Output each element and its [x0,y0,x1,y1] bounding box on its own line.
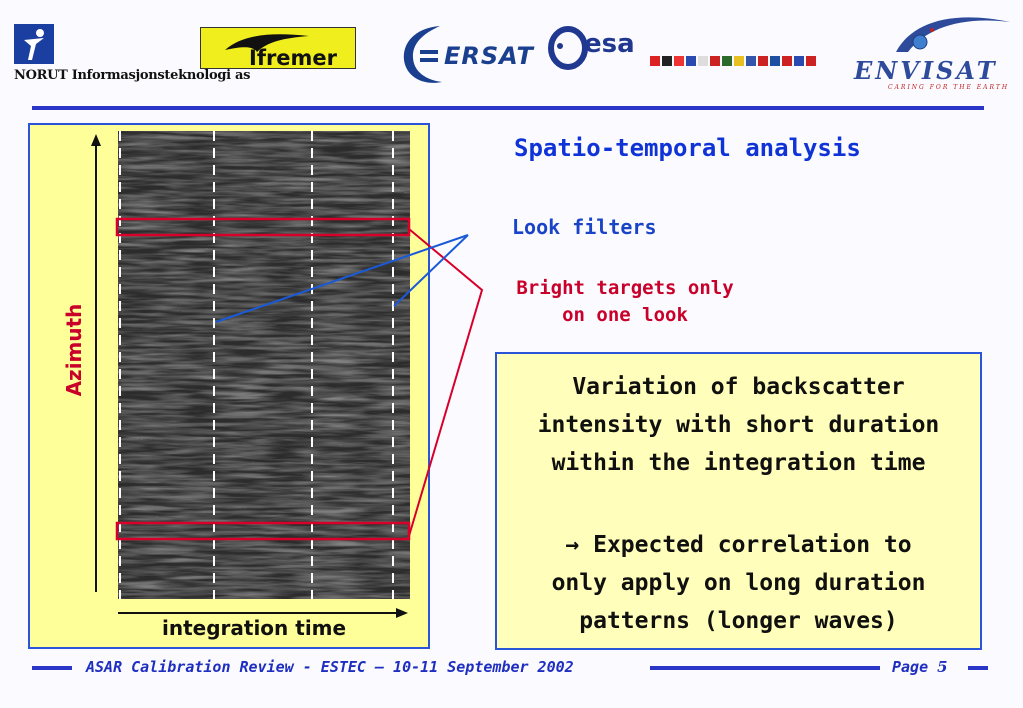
page-indicator: Page 5 [892,658,948,676]
slide-title: Spatio-temporal analysis [514,134,861,162]
info-line: → Expected correlation to [565,532,912,558]
footer-text: ASAR Calibration Review - ESTEC – 10-11 … [86,658,574,676]
azimuth-label: Azimuth [62,303,86,397]
ersat-logo: ERSAT [400,22,533,88]
info-line: patterns (longer waves) [579,608,898,634]
bright-target-box-bottom [115,521,411,541]
esa-wordmark: esa [584,29,635,59]
ersat-wordmark: ERSAT [444,42,534,70]
bright-targets-line-1: Bright targets only [516,277,734,299]
envisat-wordmark: ENVISAT [854,56,998,85]
page-label: Page [892,658,929,676]
integration-time-label: integration time [162,616,347,640]
esa-logo: esa [548,26,820,74]
envisat-swoosh-icon [896,17,1010,52]
look-filter-pointer [215,234,469,323]
dolphin-icon [225,34,309,52]
bright-target-pointer [408,228,484,537]
norut-logo: NORUT Informasjonsteknologi as [14,24,250,86]
ersat-arc-icon [403,26,442,83]
info-line: only apply on long duration [551,570,926,596]
ifremer-wordmark: Ifremer [249,46,338,70]
info-paragraph-2: → Expected correlation to only apply on … [497,526,980,640]
envisat-logo: ENVISAT CARING FOR THE EARTH [852,12,1012,92]
sar-image [118,131,410,599]
esa-ring-icon [548,26,588,70]
info-line: Variation of backscatter [572,374,905,400]
header-divider [32,106,984,110]
info-paragraph-1: Variation of backscatter intensity with … [497,368,980,482]
footer-divider-right [968,666,988,670]
footer-divider-middle [650,666,880,670]
bright-target-box-top [115,217,411,237]
look-filter-pointer [393,234,469,307]
ifremer-logo: Ifremer [200,27,356,70]
look-filters-label: Look filters [512,215,657,239]
info-line: intensity with short duration [537,412,940,438]
info-box: Variation of backscatter intensity with … [495,352,982,650]
bright-targets-line-2: on one look [562,304,688,326]
envisat-tagline: CARING FOR THE EARTH [888,84,1010,91]
azimuth-arrowhead-icon [91,134,101,146]
bright-targets-label: Bright targets only on one look [500,275,750,329]
page-number: 5 [937,658,948,676]
norut-company-name: NORUT Informasjonsteknologi as [14,68,251,83]
norut-figure-icon [14,24,54,64]
footer-divider-left [32,666,72,670]
info-line: within the integration time [551,450,926,476]
member-flags-icon [650,56,816,66]
integration-arrowhead-icon [396,608,408,618]
